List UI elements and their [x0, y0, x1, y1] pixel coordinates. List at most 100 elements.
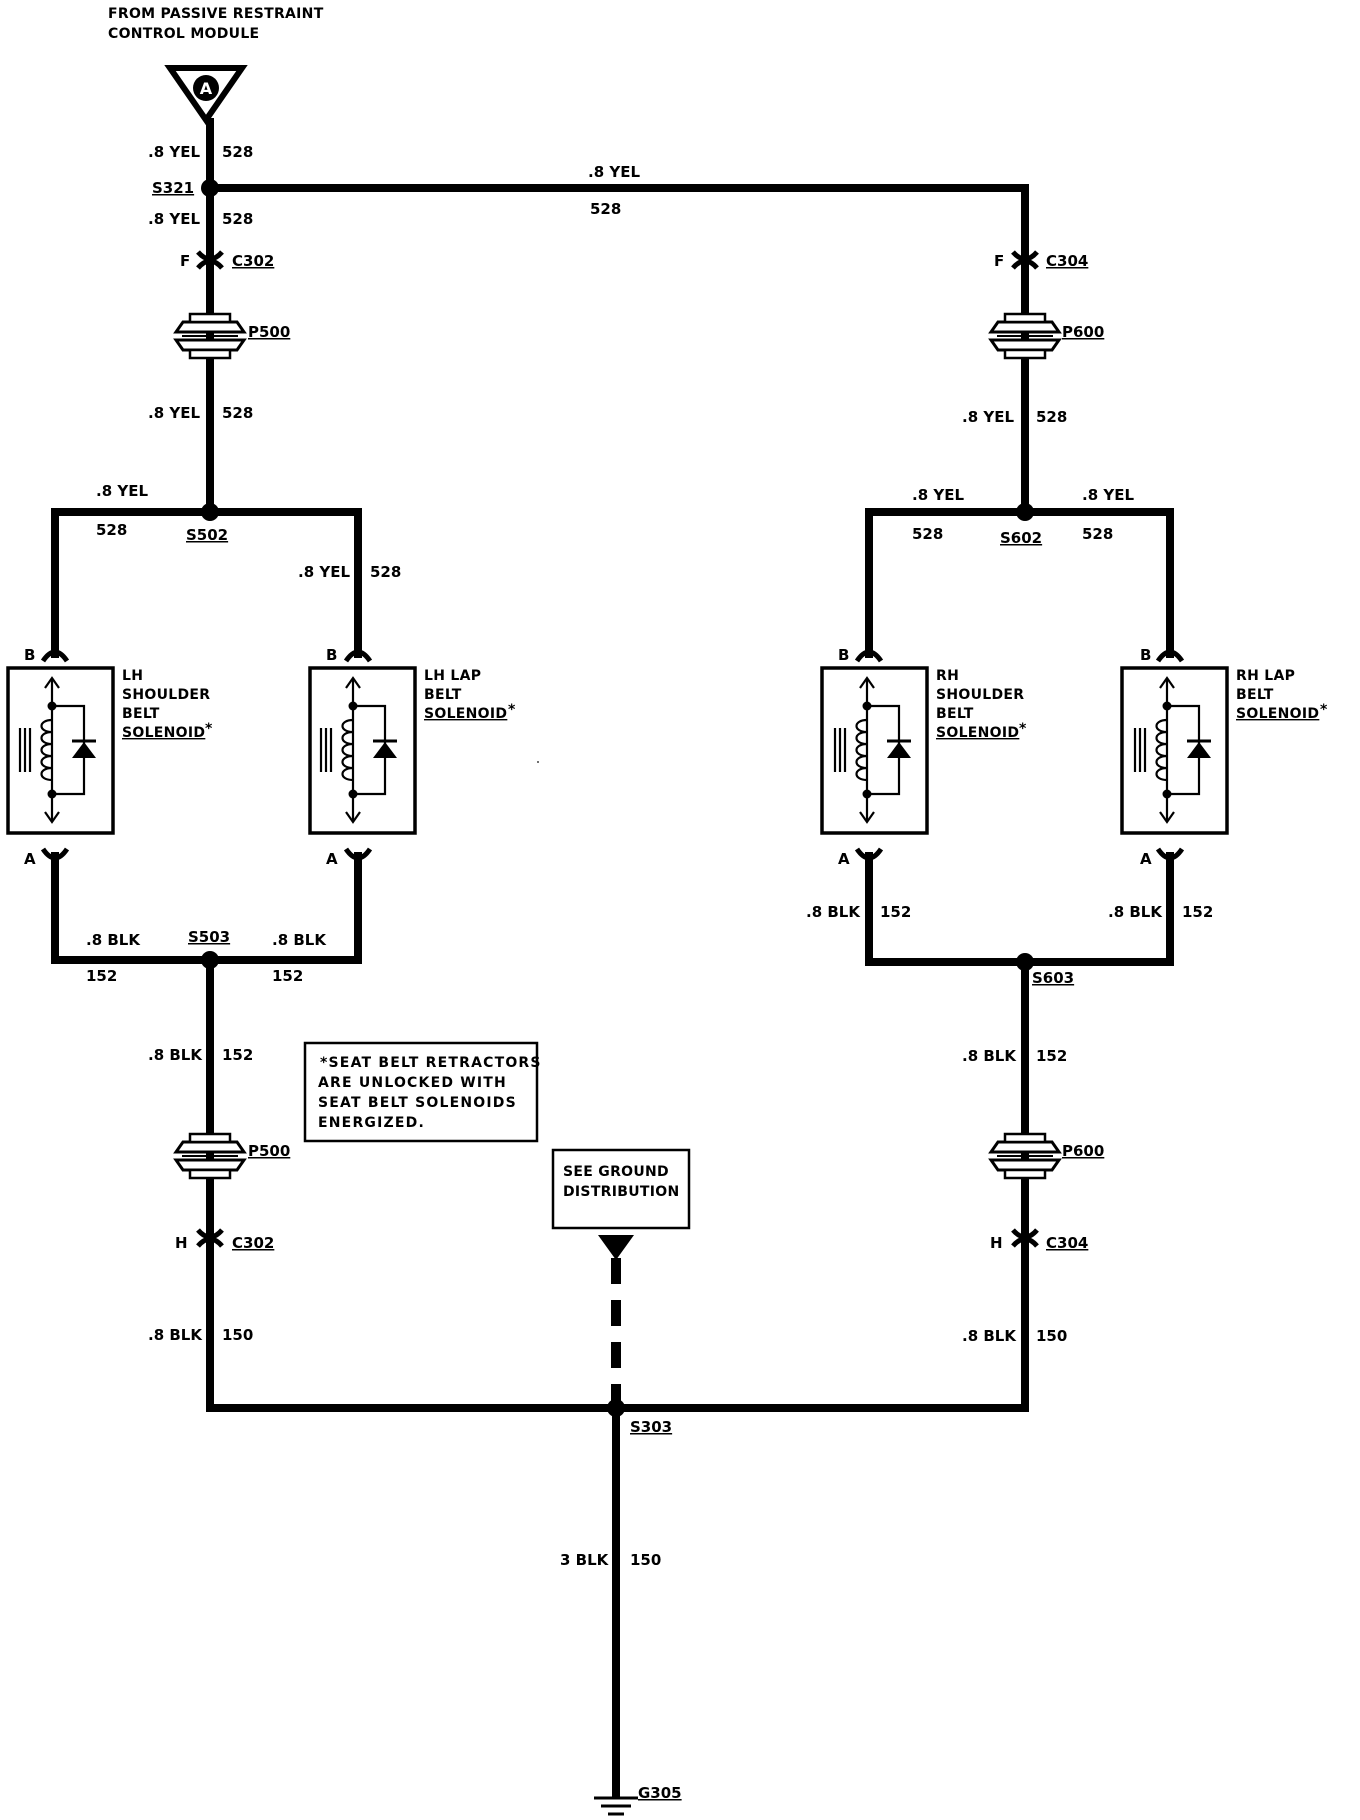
lh-shoulder-label-2: SHOULDER: [122, 687, 210, 703]
wire-label-blk-1: .8 BLK: [86, 931, 141, 949]
pass-through-p500-bottom: [174, 1132, 246, 1180]
ground-distribution-arrow: [598, 1235, 634, 1260]
wire-label-yel-1: .8 YEL: [148, 143, 200, 161]
pin-f-left: F: [180, 252, 190, 270]
wire-s502-right: [210, 508, 362, 658]
connector-c304-bottom-label: C304: [1046, 1234, 1088, 1252]
wire-label-yel-8: .8 YEL: [1082, 486, 1134, 504]
splice-dot-s502: [201, 503, 219, 521]
wire-label-yel-7: .8 YEL: [912, 486, 964, 504]
splice-dot-s303: [607, 1399, 625, 1417]
ground-distribution-line-1: SEE GROUND: [563, 1164, 669, 1180]
pass-through-p600-bottom: [989, 1132, 1061, 1180]
wire-label-528-8: 528: [1082, 525, 1113, 543]
wire-label-blk-ground: 3 BLK: [560, 1551, 610, 1569]
wire-label-150-1: 150: [222, 1326, 253, 1344]
splice-label-s303: S303: [630, 1418, 672, 1436]
ground-label-g305: G305: [638, 1784, 682, 1802]
rh-shoulder-label-4: SOLENOID: [936, 725, 1019, 741]
wire-label-152-5: 152: [222, 1046, 253, 1064]
wire-label-yel-top: .8 YEL: [588, 163, 640, 181]
wire-label-blk-3: .8 BLK: [806, 903, 861, 921]
rh-shoulder-solenoid-box: [820, 666, 929, 835]
splice-dot-s603: [1016, 953, 1034, 971]
lh-lap-pin-b: B: [326, 646, 337, 664]
wire-label-152-2: 152: [272, 967, 303, 985]
lh-lap-label-2: BELT: [424, 687, 462, 703]
wire-label-blk-7: .8 BLK: [148, 1326, 203, 1344]
lh-shoulder-label-3: BELT: [122, 706, 160, 722]
rh-shoulder-solenoid: B A RH SHOULDER BELT SOLENOID *: [820, 646, 1027, 868]
wire-label-528-7: 528: [912, 525, 943, 543]
wire-label-528-1: 528: [222, 143, 253, 161]
wire-s321-to-c304: [210, 184, 1029, 262]
splice-dots: [201, 179, 1034, 1417]
lh-shoulder-solenoid-box: [6, 666, 115, 835]
ground-distribution-frame: [551, 1148, 691, 1230]
wire-label-blk-5: .8 BLK: [148, 1046, 203, 1064]
rh-lap-solenoid: B A RH LAP BELT SOLENOID *: [1120, 646, 1328, 868]
splice-label-s321: S321: [152, 179, 194, 197]
pass-through-p500-top: [174, 312, 246, 360]
splice-label-s503: S503: [188, 928, 230, 946]
rh-shoulder-label-3: BELT: [936, 706, 974, 722]
wire-label-blk-4: .8 BLK: [1108, 903, 1163, 921]
lh-lap-label-3: SOLENOID: [424, 706, 507, 722]
lh-lap-solenoid-box: [308, 666, 417, 835]
wire-label-528-6: 528: [370, 563, 401, 581]
lh-lap-label-1: LH LAP: [424, 668, 481, 684]
rh-shoulder-pin-a: A: [838, 850, 850, 868]
lh-shoulder-label-1: LH: [122, 668, 143, 684]
lh-shoulder-solenoid: B A LH SHOULDER BELT SOLENOID *: [6, 646, 213, 868]
splice-dot-s503: [201, 951, 219, 969]
pass-through-p500-top-label: P500: [248, 323, 290, 341]
connector-c304-top-label: C304: [1046, 252, 1088, 270]
splice-label-s603: S603: [1032, 969, 1074, 987]
pin-h-left: H: [175, 1234, 188, 1252]
lh-lap-asterisk: *: [508, 702, 516, 718]
splice-dot-s602: [1016, 503, 1034, 521]
wires: [51, 118, 1174, 1798]
wire-label-152-3: 152: [880, 903, 911, 921]
pass-through-p600-bottom-label: P600: [1062, 1142, 1104, 1160]
lh-shoulder-label-4: SOLENOID: [122, 725, 205, 741]
wire-label-150-ground: 150: [630, 1551, 661, 1569]
splice-label-s502: S502: [186, 526, 228, 544]
source-label: FROM PASSIVE RESTRAINT CONTROL MODULE: [108, 6, 323, 42]
note-box-frame: [303, 1041, 539, 1143]
splice-label-s602: S602: [1000, 529, 1042, 547]
wire-label-blk-8: .8 BLK: [962, 1327, 1017, 1345]
rh-lap-solenoid-box: [1120, 666, 1229, 835]
connector-c302-top-label: C302: [232, 252, 274, 270]
wire-s602-left: [865, 508, 1025, 658]
rh-shoulder-pin-b: B: [838, 646, 849, 664]
wire-label-528-5: 528: [96, 521, 127, 539]
ground-distribution-line-2: DISTRIBUTION: [563, 1184, 679, 1200]
lh-shoulder-pin-a: A: [24, 850, 36, 868]
wire-s602-right: [1025, 508, 1174, 658]
pass-through-p500-bottom-label: P500: [248, 1142, 290, 1160]
rh-lap-asterisk: *: [1320, 702, 1328, 718]
wire-label-yel-5: .8 YEL: [96, 482, 148, 500]
rh-shoulder-label-1: RH: [936, 668, 959, 684]
note-line-1: *SEAT BELT RETRACTORS: [320, 1055, 542, 1071]
wire-label-yel-2: .8 YEL: [148, 210, 200, 228]
wire-label-152-4: 152: [1182, 903, 1213, 921]
connector-c302-bottom-label: C302: [232, 1234, 274, 1252]
wire-label-yel-3: .8 YEL: [148, 404, 200, 422]
wire-label-528-2: 528: [222, 210, 253, 228]
pass-through-p600-top: [989, 312, 1061, 360]
lh-lap-pin-a: A: [326, 850, 338, 868]
note-line-3: SEAT BELT SOLENOIDS: [318, 1095, 517, 1111]
wire-labels: .8 YEL 528 S321 .8 YEL 528 .8 YEL 528 .8…: [86, 143, 1213, 1569]
wire-label-blk-2: .8 BLK: [272, 931, 327, 949]
wire-label-blk-6: .8 BLK: [962, 1047, 1017, 1065]
note-line-4: ENERGIZED.: [318, 1115, 425, 1131]
lh-shoulder-asterisk: *: [205, 721, 213, 737]
wire-label-152-1: 152: [86, 967, 117, 985]
ground-symbol-g305: G305: [594, 1784, 682, 1816]
wire-s502-left: [51, 508, 210, 658]
note-line-2: ARE UNLOCKED WITH: [318, 1075, 507, 1091]
pin-f-right: F: [994, 252, 1004, 270]
